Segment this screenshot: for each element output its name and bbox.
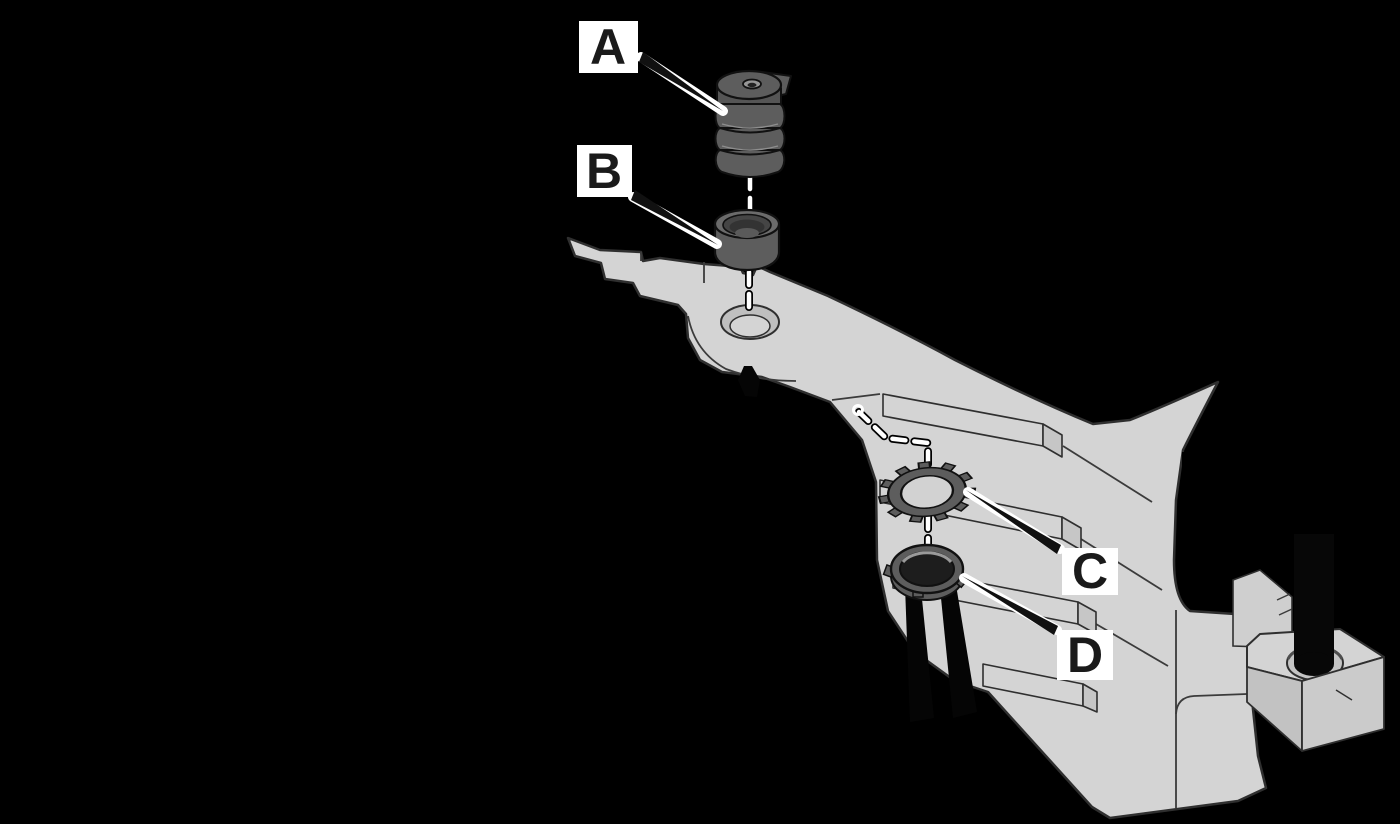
- part-c-toothed-lock-washer: [877, 461, 977, 523]
- elbow-shadow-notch: [738, 366, 760, 397]
- part-a-bushing-stack: [714, 69, 792, 178]
- part-b-bushing-cup: [713, 208, 781, 272]
- centerline-c: [856, 409, 931, 471]
- callout-b-box: [577, 145, 632, 197]
- leader-a: [639, 52, 723, 111]
- callout-d-box: [1057, 630, 1113, 680]
- foot-rear-wall-notches: [1276, 593, 1293, 616]
- shaft-leg-left: [905, 586, 934, 722]
- callout-d-letter: D: [1067, 627, 1103, 683]
- leader-c: [966, 490, 1061, 554]
- callout-c: C: [1062, 543, 1118, 599]
- clamp-foot: [1246, 534, 1385, 752]
- callout-a-letter: A: [590, 19, 626, 75]
- bracket-crease-lines: [640, 252, 1248, 808]
- shaft-leg-right: [940, 585, 977, 718]
- foot-rear-wall: [1232, 569, 1293, 649]
- leader-lines: [628, 52, 1065, 635]
- callout-d: D: [1057, 627, 1113, 683]
- callout-b-letter: B: [586, 143, 622, 199]
- callout-a: A: [579, 19, 638, 75]
- arm-pivot-hole: [720, 304, 780, 340]
- callout-a-box: [579, 21, 638, 73]
- leader-b: [631, 190, 718, 245]
- leader-d: [962, 576, 1058, 635]
- bracket-silhouette: [566, 236, 1268, 820]
- body-cutout-window: [1182, 452, 1395, 612]
- callout-c-letter: C: [1072, 543, 1108, 599]
- callout-c-box: [1062, 548, 1118, 595]
- callout-labels: A B C D: [577, 19, 1118, 683]
- callout-b: B: [577, 143, 632, 199]
- part-d-lock-ring: [882, 543, 977, 722]
- centerline-origin-dot: [852, 404, 864, 416]
- bracket-body: [566, 236, 1395, 820]
- pivot-pin-shaft: [1294, 534, 1334, 664]
